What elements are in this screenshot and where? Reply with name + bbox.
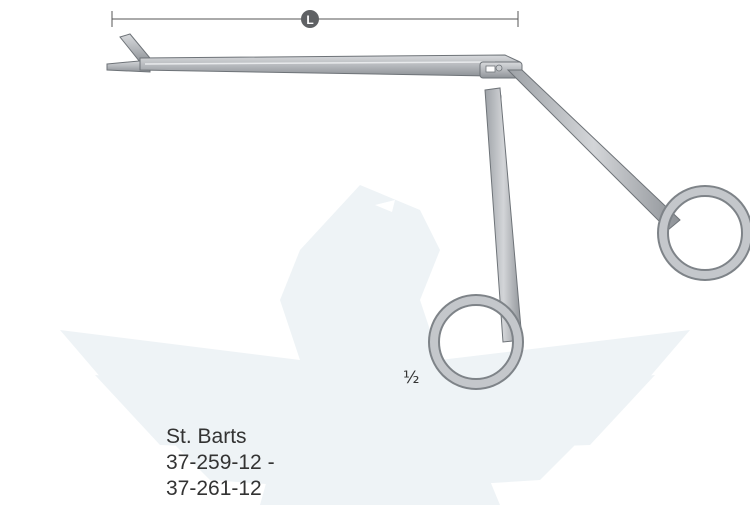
front-finger-ring bbox=[428, 294, 524, 390]
product-info: St. Barts 37-259-12 - 37-261-12 bbox=[166, 424, 275, 502]
scale-indicator: ½ bbox=[403, 368, 420, 388]
product-code-from: 37-259-12 - bbox=[166, 451, 275, 474]
length-marker bbox=[301, 10, 319, 28]
instrument-shaft bbox=[139, 54, 521, 77]
length-marker-label: L bbox=[306, 13, 313, 27]
product-name: St. Barts bbox=[166, 425, 247, 448]
jaw-tip bbox=[106, 33, 151, 73]
rear-handle-arm bbox=[506, 69, 681, 231]
rear-finger-ring bbox=[657, 185, 750, 281]
product-code-to: 37-261-12 bbox=[166, 477, 262, 500]
